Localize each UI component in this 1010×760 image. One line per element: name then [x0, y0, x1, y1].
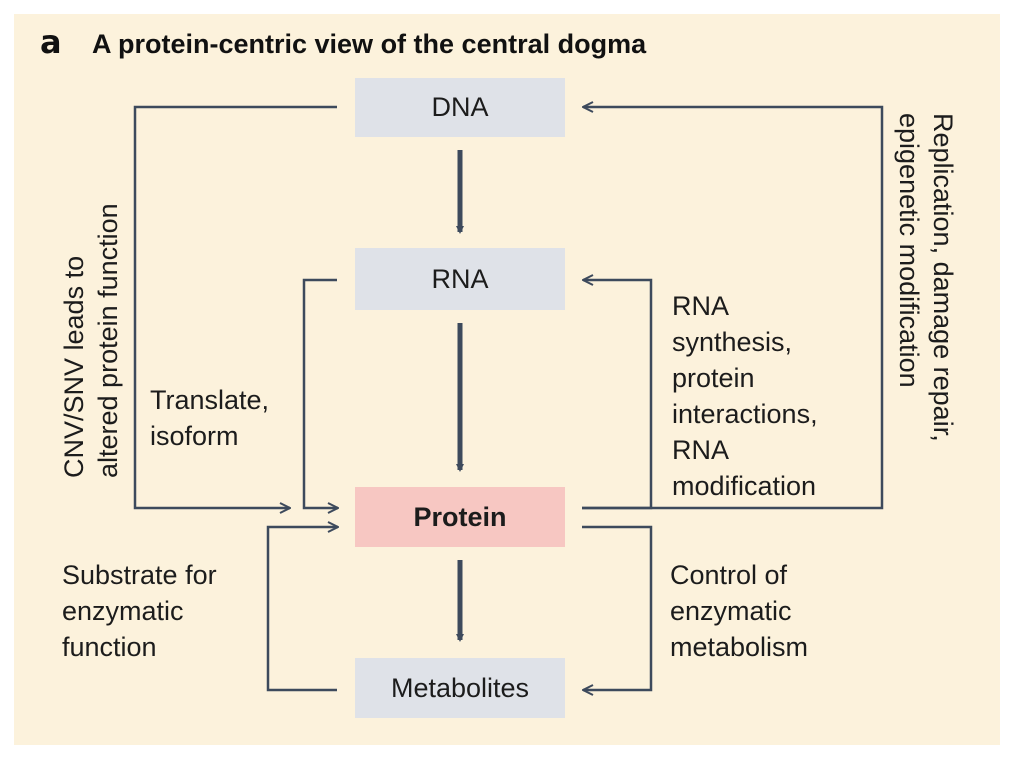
- label-translate: Translate, isoform: [150, 385, 270, 451]
- arrow-replication-loop: [582, 107, 884, 510]
- label-substrate: Substrate for enzymatic function: [62, 560, 217, 662]
- label-replication: Replication, damage repair, epigenetic m…: [894, 113, 958, 442]
- node-protein: Protein: [355, 487, 565, 547]
- arrow-translate-loop: [302, 278, 338, 508]
- arrow-control-loop: [582, 525, 653, 690]
- node-rna: RNA: [355, 248, 565, 310]
- label-cnv-snv: CNV/SNV leads to altered protein functio…: [59, 203, 123, 478]
- arrow-cnv-loop: [133, 105, 337, 508]
- node-metabolites: Metabolites: [355, 658, 565, 718]
- arrow-rna-synthesis-loop: [582, 280, 653, 510]
- label-control: Control of enzymatic metabolism: [670, 560, 809, 662]
- figure-title: A protein-centric view of the central do…: [92, 29, 647, 59]
- label-rna-synthesis: RNA synthesis, protein interactions, RNA…: [672, 291, 818, 501]
- arrow-substrate-loop: [266, 527, 338, 692]
- panel-letter: a: [40, 23, 62, 61]
- node-dna: DNA: [355, 78, 565, 137]
